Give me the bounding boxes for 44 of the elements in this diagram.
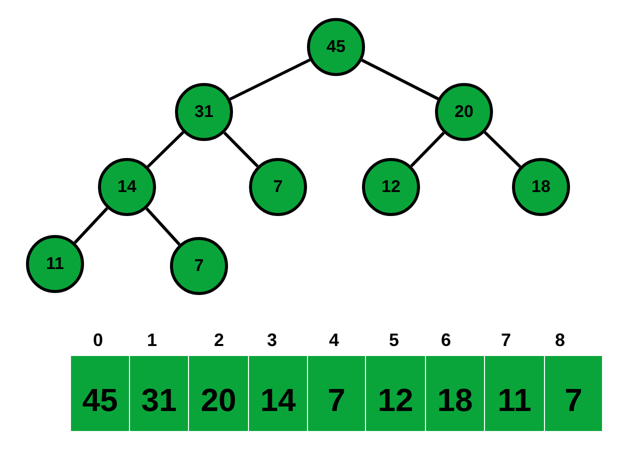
array-index: 5 [388, 329, 400, 352]
node-value: 12 [382, 176, 400, 198]
array-cell [130, 356, 189, 431]
tree-edge [484, 131, 522, 168]
node-value: 45 [326, 36, 346, 58]
array-index: 0 [92, 329, 104, 352]
array-value: 12 [378, 384, 414, 416]
array-index: 6 [440, 329, 452, 352]
node-value: 14 [118, 176, 136, 198]
tree-edge [145, 207, 181, 246]
array-cell [308, 356, 366, 431]
array-value: 7 [564, 384, 582, 416]
tree-edge [229, 58, 311, 101]
array-cell [545, 356, 603, 431]
node-value: 7 [273, 176, 283, 198]
array-index: 1 [146, 329, 158, 352]
node-value: 11 [46, 253, 64, 276]
tree-edge [361, 58, 439, 100]
node-value: 7 [194, 255, 204, 278]
array-index: 8 [554, 329, 566, 352]
array-value: 20 [200, 384, 236, 416]
array-cell [189, 356, 249, 431]
node-value: 20 [454, 101, 474, 124]
array-cell [71, 356, 130, 431]
array-index: 7 [500, 329, 512, 352]
array-value: 45 [82, 384, 118, 416]
array-value: 31 [141, 384, 177, 416]
array-value: 18 [437, 384, 473, 416]
tree-edge [410, 132, 445, 168]
array-cell [426, 356, 485, 431]
tree-edge [74, 207, 108, 244]
node-value: 18 [532, 176, 550, 198]
tree-edge [223, 132, 259, 168]
array-index: 2 [212, 329, 225, 352]
array-value: 14 [260, 384, 296, 416]
array-value: 7 [328, 384, 346, 416]
node-value: 31 [194, 101, 214, 124]
array-index: 4 [328, 329, 340, 352]
tree-edge [146, 131, 184, 168]
array-cell [366, 356, 426, 431]
array-index: 3 [266, 329, 278, 352]
array-value: 11 [498, 384, 532, 416]
array-cell [485, 356, 545, 431]
array-cell [249, 356, 308, 431]
